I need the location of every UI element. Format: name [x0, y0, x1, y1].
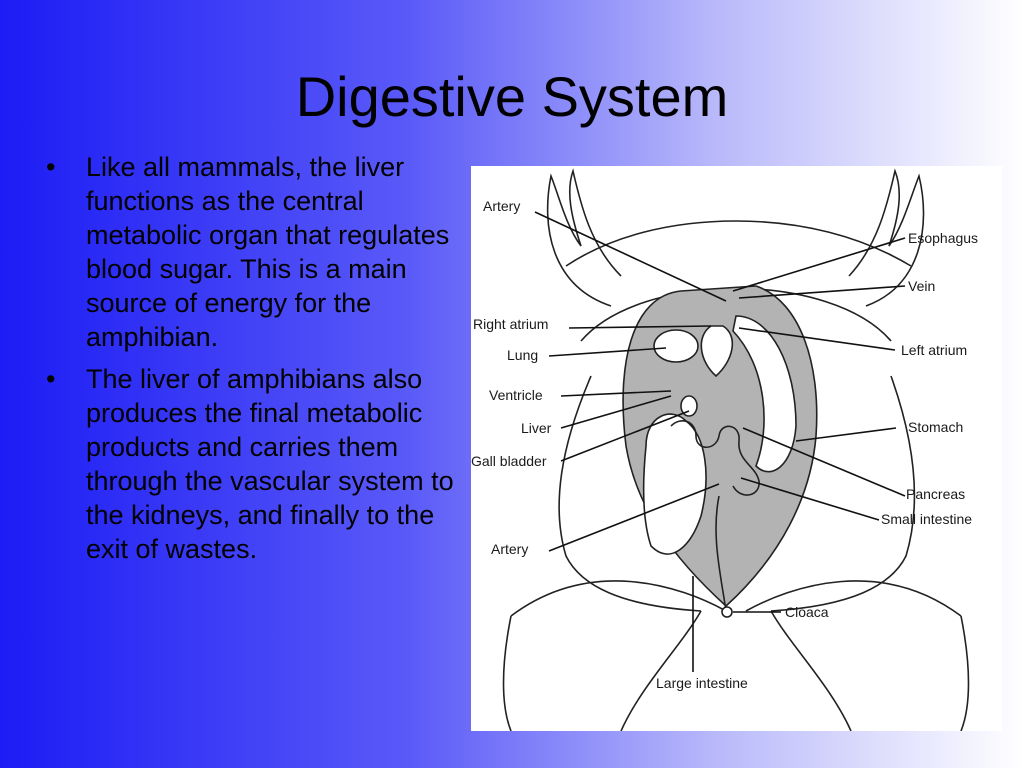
small-intestine-organ	[670, 420, 760, 496]
slide-title: Digestive System	[295, 65, 729, 128]
label-lung: Lung	[507, 347, 538, 363]
bullet-text: The liver of amphibians also produces th…	[86, 364, 454, 564]
hind-leg-lower-outline	[620, 610, 852, 731]
cloaca-organ	[721, 606, 733, 618]
torso-outline	[558, 375, 916, 612]
leader-line	[560, 395, 672, 429]
leader-line	[738, 327, 896, 351]
label-left-atrium: Left atrium	[901, 342, 967, 358]
lung-organ	[653, 329, 699, 363]
label-pancreas: Pancreas	[906, 486, 965, 502]
leader-line	[740, 477, 880, 521]
label-artery-bottom: Artery	[491, 541, 528, 557]
label-stomach: Stomach	[908, 419, 963, 435]
label-esophagus: Esophagus	[908, 230, 978, 246]
label-ventricle: Ventricle	[489, 387, 543, 403]
label-large-intestine: Large intestine	[656, 675, 748, 691]
leader-line	[732, 237, 906, 292]
bullet-list: • Like all mammals, the liver functions …	[44, 150, 454, 574]
bullet-item: • The liver of amphibians also produces …	[44, 362, 454, 566]
label-gall-bladder: Gall bladder	[471, 453, 547, 469]
leader-line	[548, 347, 667, 357]
bullet-icon: •	[46, 364, 56, 394]
leader-lines	[534, 211, 906, 672]
leader-line	[568, 325, 712, 329]
label-right-atrium: Right atrium	[473, 316, 548, 332]
leader-line	[738, 285, 906, 299]
hind-legs-outline	[502, 580, 970, 731]
leader-line	[534, 211, 727, 302]
label-cloaca: Cloaca	[785, 604, 829, 620]
gall-bladder-organ	[680, 395, 698, 417]
heart-organ	[700, 325, 734, 378]
leader-line	[795, 427, 897, 442]
leader-line	[560, 410, 690, 462]
bullet-item: • Like all mammals, the liver functions …	[44, 150, 454, 354]
front-left-leg-outline	[546, 168, 622, 307]
label-small-intestine: Small intestine	[881, 511, 972, 527]
frog-anatomy-illustration: Artery Esophagus Vein Right atrium Lung …	[471, 168, 978, 731]
stomach-organ	[732, 315, 797, 473]
liver-organ	[642, 413, 707, 555]
upper-body-outline	[565, 220, 912, 267]
large-intestine-organ	[715, 495, 727, 612]
leader-line	[548, 483, 720, 552]
leader-line	[560, 390, 672, 397]
label-liver: Liver	[521, 420, 552, 436]
bullet-text: Like all mammals, the liver functions as…	[86, 152, 450, 352]
bullet-icon: •	[46, 152, 56, 182]
label-vein: Vein	[908, 278, 935, 294]
leader-line	[742, 427, 906, 497]
frog-anatomy-diagram: Artery Esophagus Vein Right atrium Lung …	[471, 166, 1002, 731]
label-artery-top: Artery	[483, 198, 520, 214]
